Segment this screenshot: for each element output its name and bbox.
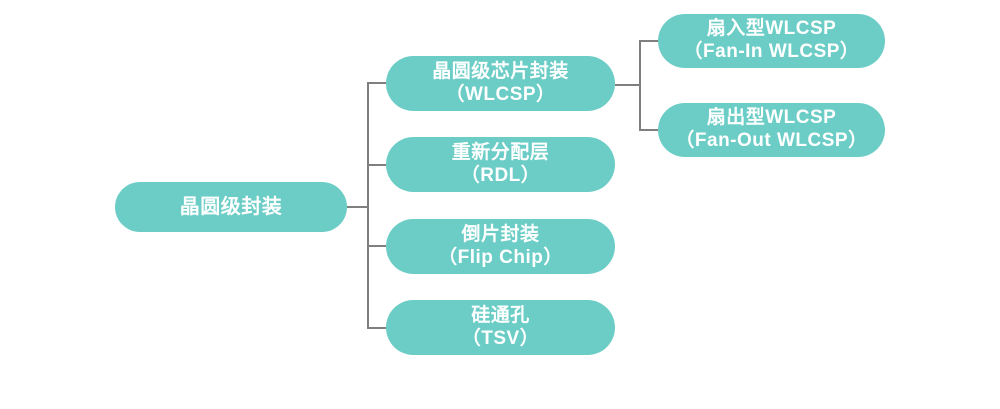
connector-trunk-to-wlcsp: [367, 82, 386, 84]
node-fan-in-wlcsp: 扇入型WLCSP （Fan-In WLCSP）: [658, 14, 885, 68]
node-tsv: 硅通孔 （TSV）: [386, 300, 615, 355]
node-label-line1: 重新分配层: [451, 141, 550, 163]
node-label-line1: 硅通孔: [471, 304, 530, 326]
node-fan-out-wlcsp: 扇出型WLCSP （Fan-Out WLCSP）: [658, 103, 885, 157]
node-label-line2: （WLCSP）: [445, 83, 556, 105]
node-label: 晶圆级封装: [179, 196, 283, 218]
node-wafer-level-packaging: 晶圆级封装: [115, 182, 347, 232]
node-label-line2: （Fan-Out WLCSP）: [675, 130, 868, 151]
connector-trunk-to-fan-in: [639, 40, 658, 42]
node-label-line1: 扇出型WLCSP: [706, 107, 837, 129]
node-label-line1: 扇入型WLCSP: [706, 18, 837, 40]
connector-right-trunk: [639, 40, 641, 131]
node-flip-chip: 倒片封装 （Flip Chip）: [386, 219, 615, 274]
node-wlcsp: 晶圆级芯片封装 （WLCSP）: [386, 56, 615, 111]
connector-trunk-to-tsv: [367, 327, 386, 329]
node-label-line2: （Flip Chip）: [438, 246, 563, 268]
node-label-line2: （TSV）: [461, 327, 540, 349]
connector-wlcsp-to-trunk: [615, 84, 641, 86]
node-label-line2: （RDL）: [460, 164, 541, 186]
connector-trunk-to-flip-chip: [367, 245, 386, 247]
node-rdl: 重新分配层 （RDL）: [386, 137, 615, 192]
node-label-line1: 倒片封装: [461, 223, 540, 245]
connector-left-trunk: [367, 82, 369, 329]
connector-root-to-trunk: [347, 206, 369, 208]
connector-trunk-to-rdl: [367, 164, 386, 166]
connector-trunk-to-fan-out: [639, 129, 658, 131]
node-label-line2: （Fan-In WLCSP）: [683, 41, 860, 62]
node-label-line1: 晶圆级芯片封装: [432, 60, 569, 82]
